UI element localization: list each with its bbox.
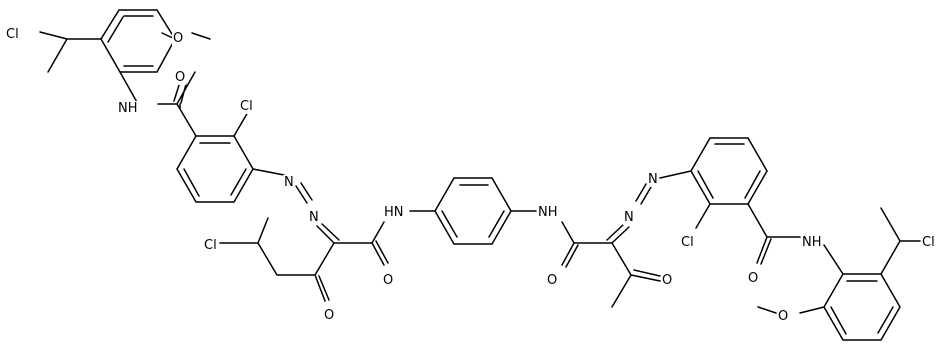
chloroethyl-right-bonds <box>880 207 921 275</box>
azo-right-bonds <box>635 170 692 205</box>
atom-n-azo-right-2: N <box>648 172 658 187</box>
label-backing <box>383 205 405 220</box>
atom-o-methoxy-right: O <box>778 309 788 324</box>
label-backing <box>239 99 254 114</box>
atom-o-amide-center-left: O <box>383 273 393 288</box>
ring-a-bonds <box>100 9 176 73</box>
label-backing <box>623 210 635 225</box>
atom-o-keto-right: O <box>662 273 672 288</box>
ring-b-cl-bond <box>233 111 249 137</box>
atom-o-keto-left: O <box>324 308 334 323</box>
ring-d-bonds <box>823 273 901 341</box>
ring-b-bonds <box>176 135 254 203</box>
label-backing <box>308 210 320 225</box>
atom-cl-ring-right: Cl <box>681 235 694 250</box>
label-backing <box>777 309 790 324</box>
atom-o-amide-left: O <box>175 70 185 85</box>
label-backing <box>283 175 295 190</box>
label-backing <box>5 27 20 42</box>
azo-left-bonds <box>252 168 313 204</box>
atom-cl-chain: Cl <box>204 238 217 253</box>
atom-n-azo-left-1: N <box>284 175 294 190</box>
label-backing <box>680 235 695 250</box>
methoxy-left-bonds <box>161 32 211 40</box>
atom-nh-center-right: NH <box>538 205 558 220</box>
chain-right-bonds <box>606 223 661 308</box>
label-backing <box>537 205 559 220</box>
atom-n-azo-right-1: N <box>624 210 634 225</box>
methoxy-right-bonds <box>757 306 825 314</box>
label-backing <box>647 172 659 187</box>
label-backing <box>117 101 139 116</box>
atom-n-azo-left-2: N <box>309 210 319 225</box>
atom-nh-amide-left: NH <box>118 101 138 116</box>
amide-center-left-bonds <box>371 221 389 266</box>
label-backing <box>172 31 185 46</box>
label-backing <box>323 308 336 323</box>
label-backing <box>203 238 218 253</box>
atom-cl-left-top: Cl <box>6 27 19 42</box>
label-backing <box>747 271 760 286</box>
atom-o-amide-right: O <box>748 271 758 286</box>
label-backing <box>801 235 823 250</box>
ring-c-bonds <box>690 137 768 205</box>
phenylene-bonds <box>409 177 537 245</box>
amide-center-right-bonds <box>561 221 613 268</box>
atom-cl-right-top: Cl <box>922 235 935 250</box>
ring-a-nh-bond <box>119 71 139 105</box>
label-backing <box>661 273 674 288</box>
ring-d-nh-bond <box>823 244 844 275</box>
atom-o-amide-center-right: O <box>547 273 557 288</box>
ring-c-cl-bond <box>695 203 711 229</box>
label-backing <box>546 273 559 288</box>
chloroethyl-left-bonds <box>39 31 102 73</box>
atom-labels: Cl O O NH Cl N N Cl O O HN NH O N N O Cl… <box>5 27 936 324</box>
label-backing <box>921 235 936 250</box>
label-backing <box>174 70 187 85</box>
atom-cl-ring-left: Cl <box>240 99 253 114</box>
amide-right-bonds <box>747 170 801 265</box>
atom-nh-amide-right: NH <box>802 235 822 250</box>
label-backing <box>382 273 395 288</box>
atom-nh-center-left: HN <box>384 205 404 220</box>
bonds <box>39 9 921 341</box>
chain-left-bonds <box>219 217 373 302</box>
atom-o-methoxy-left: O <box>173 31 183 46</box>
amide-left-bonds <box>157 71 197 137</box>
